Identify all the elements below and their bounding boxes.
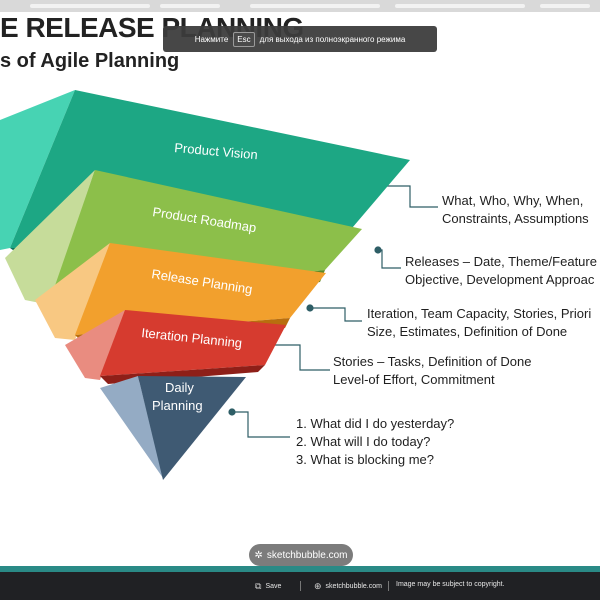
watermark-text: sketchbubble.com [266,549,348,561]
funnel-level-3-side [35,243,110,340]
notice-suffix: для выхода из полноэкранного режима [259,34,406,44]
site-label: sketchbubble.com [325,583,382,590]
browser-top-strip [0,0,600,12]
list-item: 1. What did I do yesterday? [296,416,455,431]
sketchbubble-logo-icon: ✲ [254,549,263,561]
description-line: Constraints, Assumptions [442,211,589,226]
save-label: Save [265,583,282,590]
level-label-daily: Daily [165,380,194,395]
notice-prefix: Нажмите [194,34,229,44]
copyright-notice: Image may be subject to copyright. [396,581,505,588]
accent-bar [0,566,600,572]
funnel-level-2-side [5,170,95,305]
watermark-pill[interactable]: ✲ sketchbubble.com [249,544,353,566]
description-line: Stories – Tasks, Definition of Done [333,354,532,369]
connector-line-3 [310,307,362,322]
copyright-text: Image may be subject to copyright. [396,581,505,588]
connector-line-5 [232,411,290,438]
description-release-planning: Iteration, Team Capacity, Stories, Prior… [367,305,591,341]
connector-line-1 [367,185,438,208]
divider [300,581,301,591]
description-product-roadmap: Releases – Date, Theme/Feature Objective… [405,253,597,289]
funnel-level-5-top [138,376,246,480]
level-label-product-vision: Product Vision [174,140,259,162]
fullscreen-exit-notice: Нажмите Esc для выхода из полноэкранного… [163,26,437,52]
description-line: Objective, Development Approac [405,272,595,287]
funnel-level-4-top [100,310,286,376]
funnel-level-4-side [65,310,125,380]
description-product-vision: What, Who, Why, When, Constraints, Assum… [442,192,589,228]
description-line: Level-of Effort, Commitment [333,372,495,387]
description-line: Iteration, Team Capacity, Stories, Prior… [367,306,592,321]
description-iteration-planning: Stories – Tasks, Definition of Done Leve… [333,353,531,389]
description-daily-planning: 1. What did I do yesterday? 2. What will… [296,415,454,469]
globe-icon: ⊕ [314,581,322,591]
bottom-toolbar: ⧉ Save ⊕ sketchbubble.com Image may be s… [0,572,600,600]
connector-line-4 [270,344,330,371]
description-line: Size, Estimates, Definition of Done [367,324,568,339]
level-label-planning: Planning [152,398,203,413]
funnel-level-1-side [0,90,75,250]
description-line: Releases – Date, Theme/Feature [405,254,597,269]
divider [388,581,389,591]
list-item: 3. What is blocking me? [296,452,435,467]
esc-key-badge: Esc [233,31,255,47]
slide-subtitle: s of Agile Planning [0,50,180,72]
save-icon: ⧉ [255,581,262,591]
connector-line-2 [378,249,401,269]
site-link[interactable]: ⊕ sketchbubble.com [314,581,382,592]
funnel-level-5-side [100,376,163,478]
list-item: 2. What will I do today? [296,434,431,449]
description-line: What, Who, Why, When, [442,193,584,208]
save-button[interactable]: ⧉ Save [255,581,281,592]
